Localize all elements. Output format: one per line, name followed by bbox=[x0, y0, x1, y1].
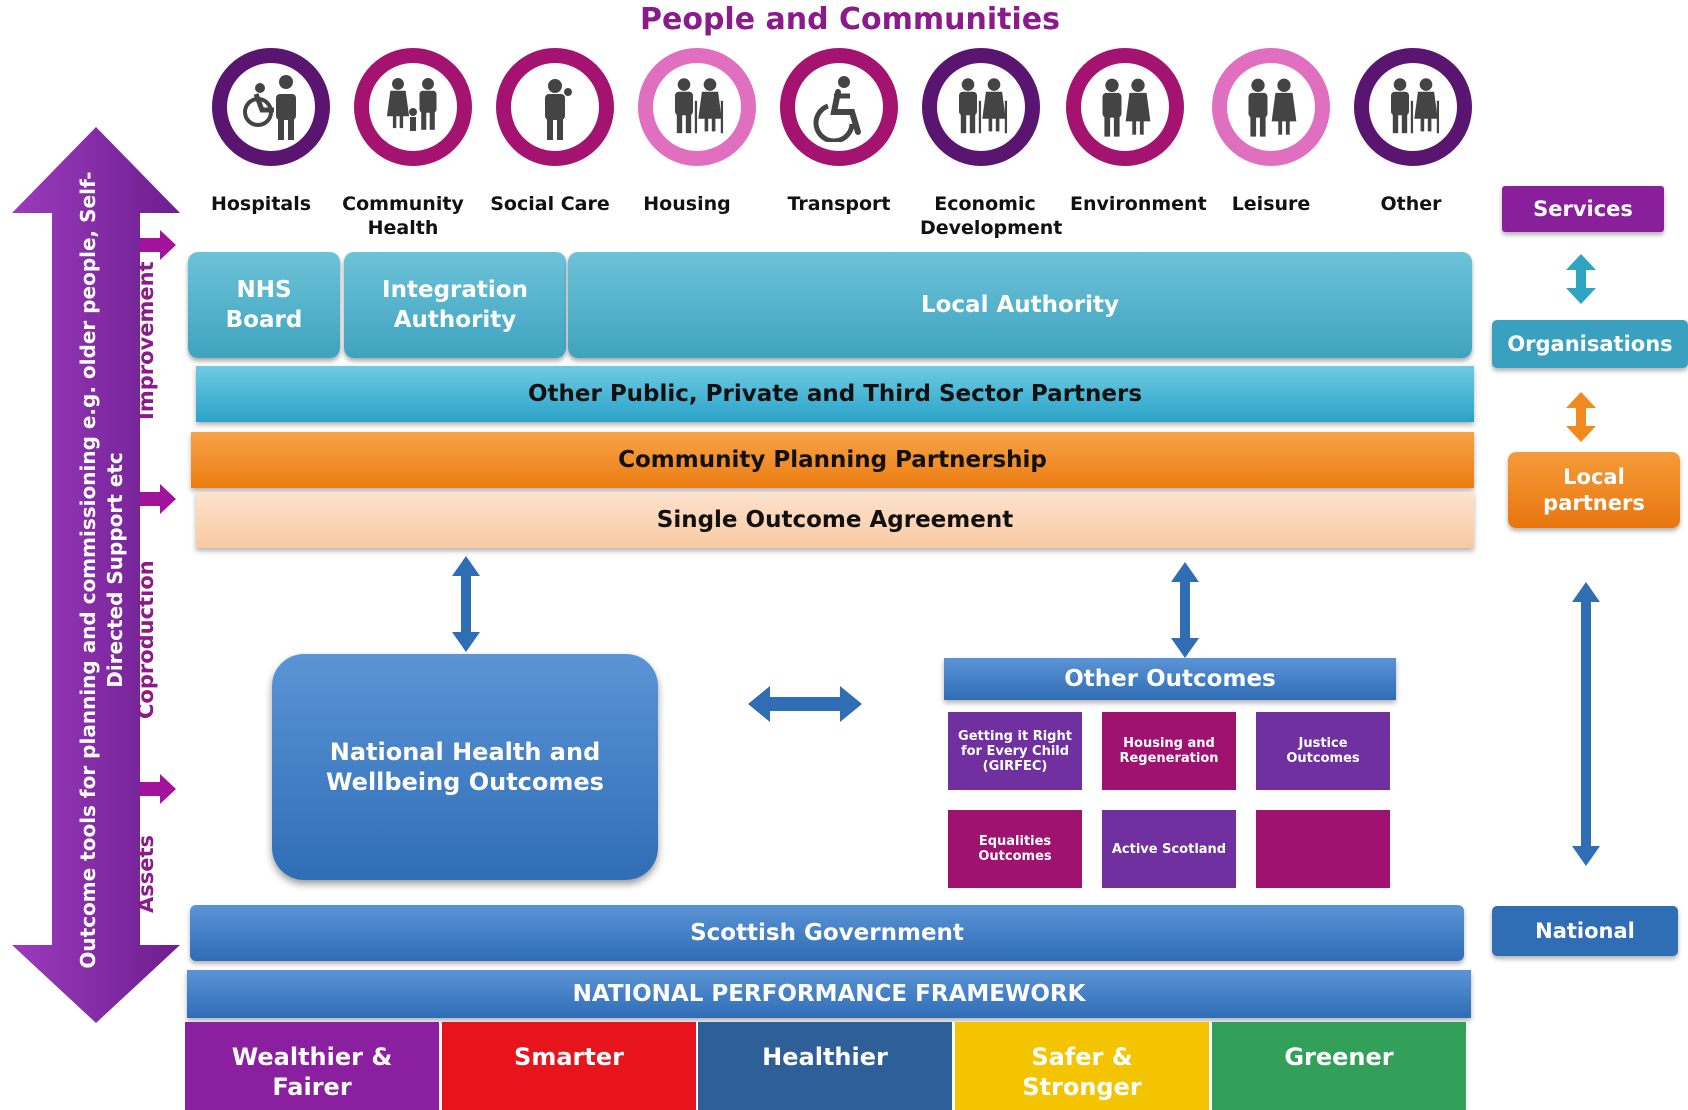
service-label: Housing bbox=[643, 193, 731, 215]
double-arrow-icon bbox=[1171, 562, 1199, 658]
improvement-label: Improvement bbox=[134, 261, 158, 420]
outcome-tile: Active Scotland bbox=[1102, 810, 1236, 888]
elderly-couple-icon bbox=[922, 48, 1040, 166]
horizontal-double-arrow-icon bbox=[748, 686, 862, 722]
npf-pillar-label: Safer & Stronger bbox=[1022, 1043, 1142, 1101]
service-label: Leisure bbox=[1231, 193, 1311, 215]
outcome-tile: Housing and Regeneration bbox=[1102, 712, 1236, 790]
npf-bar: NATIONAL PERFORMANCE FRAMEWORK bbox=[187, 970, 1471, 1018]
npf-pillar: Smarter bbox=[442, 1022, 698, 1110]
partners-bar: Other Public, Private and Third Sector P… bbox=[196, 366, 1474, 422]
arrow-right-icon bbox=[140, 230, 176, 260]
npf-pillar: Healthier bbox=[698, 1022, 954, 1110]
scottish-government-bar: Scottish Government bbox=[190, 905, 1464, 961]
assets-label: Assets bbox=[134, 834, 158, 914]
organisations-label: Organisations bbox=[1492, 320, 1688, 368]
family-icon bbox=[354, 48, 472, 166]
npf-pillar-label: Smarter bbox=[514, 1043, 624, 1071]
service-label: Transport bbox=[787, 193, 891, 215]
outcome-tools-arrow bbox=[12, 127, 180, 1023]
double-arrow-icon bbox=[1566, 254, 1596, 304]
couple-icon bbox=[1066, 48, 1184, 166]
services-label: Services bbox=[1502, 186, 1664, 232]
single-outcome-agreement-bar: Single Outcome Agreement bbox=[196, 492, 1474, 548]
npf-pillar-label: Healthier bbox=[762, 1043, 888, 1071]
outcome-tile: Equalities Outcomes bbox=[948, 810, 1082, 888]
service-label: Hospitals bbox=[210, 193, 312, 215]
outcome-tile: Justice Outcomes bbox=[1256, 712, 1390, 790]
elderly-couple-icon bbox=[1354, 48, 1472, 166]
npf-pillar-label: Greener bbox=[1284, 1043, 1394, 1071]
outcome-tools-text: Outcome tools for planning and commissio… bbox=[76, 171, 127, 969]
double-arrow-icon bbox=[452, 556, 480, 652]
parent-child-icon bbox=[496, 48, 614, 166]
arrow-right-icon bbox=[140, 484, 176, 514]
other-outcomes-title: Other Outcomes bbox=[944, 658, 1396, 700]
service-label: Social Care bbox=[490, 193, 610, 215]
npf-pillar: Greener bbox=[1212, 1022, 1468, 1110]
national-label: National bbox=[1492, 906, 1678, 956]
local-authority-box: Local Authority bbox=[568, 252, 1472, 358]
npf-pillar: Wealthier & Fairer bbox=[185, 1022, 441, 1110]
npf-pillar: Safer & Stronger bbox=[955, 1022, 1211, 1110]
service-label: Other bbox=[1380, 193, 1442, 215]
local-partners-label: Local partners bbox=[1508, 452, 1680, 528]
service-label: Community Health bbox=[342, 193, 464, 239]
community-planning-bar: Community Planning Partnership bbox=[191, 432, 1474, 488]
double-arrow-icon bbox=[1572, 582, 1600, 866]
elderly-couple-icon bbox=[638, 48, 756, 166]
accessible-icon bbox=[780, 48, 898, 166]
wheelchair-helper-icon bbox=[212, 48, 330, 166]
outcome-tile bbox=[1256, 810, 1390, 888]
service-label: Economic Development bbox=[920, 193, 1063, 239]
national-health-outcomes-box: National Health and Wellbeing Outcomes bbox=[272, 654, 658, 880]
diagram-title: People and Communities bbox=[640, 2, 1060, 37]
outcome-tile: Getting it Right for Every Child (GIRFEC… bbox=[948, 712, 1082, 790]
coproduction-label: Coproduction bbox=[134, 560, 158, 719]
npf-pillar-label: Wealthier & Fairer bbox=[231, 1043, 393, 1101]
arrow-right-icon bbox=[140, 774, 176, 804]
service-label: Environment bbox=[1070, 193, 1207, 215]
double-arrow-icon bbox=[1566, 392, 1596, 442]
couple-icon bbox=[1212, 48, 1330, 166]
nhs-board-box: NHS Board bbox=[188, 252, 340, 358]
integration-authority-box: Integration Authority bbox=[344, 252, 566, 358]
